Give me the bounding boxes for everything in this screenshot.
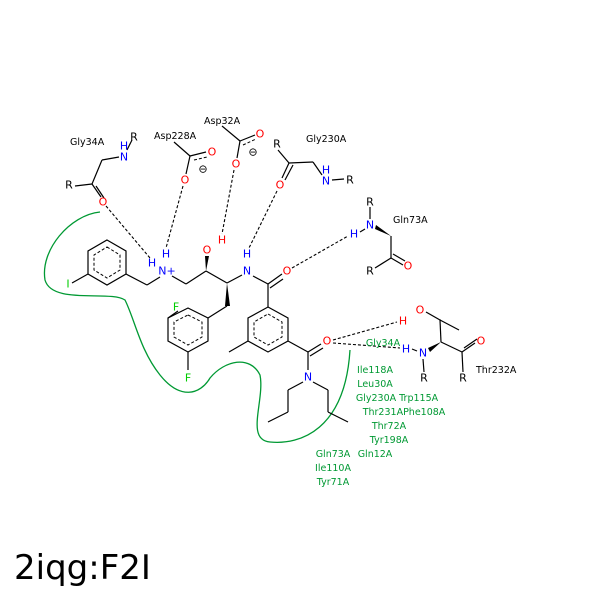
hydrophobic-labels: Gly34A Ile118A Leu30A Gly230A Trp115A Th… bbox=[315, 338, 446, 488]
fluorine-atom: F bbox=[173, 301, 179, 314]
oxygen-atom: O bbox=[416, 304, 425, 317]
amide-oxygen: O bbox=[323, 335, 332, 348]
iodine-atom: I bbox=[66, 278, 69, 291]
oxygen-atom: O bbox=[181, 174, 190, 187]
iodophenyl-ring bbox=[71, 239, 161, 286]
hydrophobic-label: Tyr198A bbox=[369, 435, 409, 446]
fluorine-atom: F bbox=[185, 372, 191, 385]
hydroxyl-oxygen: O bbox=[203, 244, 212, 257]
benzamide-ring bbox=[228, 306, 349, 423]
hydrophobic-label: Ile118A bbox=[357, 365, 393, 376]
nitrogen-atom: N bbox=[322, 175, 330, 188]
diagram-title: 2iqg:F2I bbox=[14, 548, 151, 588]
nitrogen-atom: N bbox=[366, 219, 374, 232]
residue-gln73a bbox=[359, 207, 406, 269]
hydrogen-atom: H bbox=[399, 315, 407, 328]
ammonium-nitrogen: N+ bbox=[158, 265, 175, 278]
hydrogen-atom: H bbox=[243, 248, 251, 261]
hydrogen-atom: H bbox=[148, 257, 156, 270]
hydrophobic-label: Leu30A bbox=[357, 379, 393, 390]
residue-asp228a bbox=[173, 141, 208, 175]
hydrogen-atom: H bbox=[402, 343, 410, 356]
hydrophobic-label: Gln12A bbox=[358, 449, 393, 460]
hydrogen-atom: H bbox=[322, 164, 330, 177]
r-group: R bbox=[366, 265, 374, 278]
r-group: R bbox=[459, 372, 467, 385]
ligand-backbone bbox=[171, 256, 284, 319]
residue-label-gln73a: Gln73A bbox=[393, 215, 428, 226]
oxygen-atom: O bbox=[208, 146, 217, 159]
negative-charge: ⊖ bbox=[248, 146, 257, 159]
oxygen-atom: O bbox=[256, 128, 265, 141]
r-group: R bbox=[273, 138, 281, 151]
r-group: R bbox=[346, 174, 354, 187]
hydrophobic-label: Tyr71A bbox=[316, 477, 350, 488]
oxygen-atom: O bbox=[404, 260, 413, 273]
residue-labels: Gly34A Asp228A Asp32A Gly230A Gln73A Thr… bbox=[70, 116, 517, 376]
difluorophenyl-ring bbox=[167, 307, 209, 370]
residue-label-gly34a: Gly34A bbox=[70, 137, 105, 148]
residue-asp32a bbox=[221, 125, 257, 159]
amide-oxygen: O bbox=[283, 265, 292, 278]
hydrogen-atom: H bbox=[120, 140, 128, 153]
hydroxyl-hydrogen: H bbox=[218, 234, 226, 247]
atom-labels: I F F N+ H H O H N H O O N O R N H R O O… bbox=[65, 128, 485, 385]
residue-thr232a bbox=[411, 311, 478, 373]
negative-charge: ⊖ bbox=[198, 163, 207, 176]
hydrophobic-label: Gly34A bbox=[366, 338, 401, 349]
r-group: R bbox=[65, 179, 73, 192]
hydrophobic-contour bbox=[43, 211, 351, 444]
residue-label-gly230a: Gly230A bbox=[306, 134, 347, 145]
hydrophobic-label: Thr72A bbox=[371, 421, 407, 432]
hydrophobic-label: Ile110A bbox=[315, 463, 351, 474]
residue-label-asp32a: Asp32A bbox=[204, 116, 241, 127]
amide-nitrogen: N bbox=[243, 265, 251, 278]
r-group: R bbox=[366, 196, 374, 209]
hydrophobic-label: Gly230A Trp115A bbox=[356, 393, 439, 404]
hydrogen-bonds bbox=[105, 169, 401, 349]
hydrogen-atom: H bbox=[162, 248, 170, 261]
residue-gly230a bbox=[277, 149, 345, 181]
oxygen-atom: O bbox=[477, 335, 486, 348]
nitrogen-atom: N bbox=[419, 347, 427, 360]
r-group: R bbox=[420, 372, 428, 385]
hydrogen-atom: H bbox=[350, 228, 358, 241]
residue-label-asp228a: Asp228A bbox=[154, 131, 197, 142]
oxygen-atom: O bbox=[276, 179, 285, 192]
r-group: R bbox=[130, 131, 138, 144]
residue-label-thr232a: Thr232A bbox=[475, 365, 517, 376]
residue-gly34a bbox=[74, 139, 133, 199]
oxygen-atom: O bbox=[232, 158, 241, 171]
hydrophobic-label: Thr231APhe108A bbox=[362, 407, 446, 418]
nitrogen-atom: N bbox=[120, 151, 128, 164]
oxygen-atom: O bbox=[99, 196, 108, 209]
hydrophobic-label: Gln73A bbox=[316, 449, 351, 460]
amide-nitrogen: N bbox=[304, 371, 312, 384]
